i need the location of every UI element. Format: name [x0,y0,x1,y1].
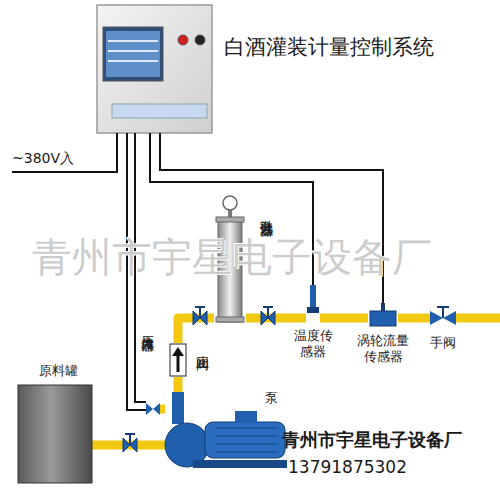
pipe-connector [398,314,430,323]
company-name: 青州市宇星电子设备厂 [282,428,462,452]
valve-handle [263,307,273,318]
component-label: 原料罐 [28,363,88,379]
component-label: 温度传感器 [290,328,336,360]
component-label: 手阀 [427,335,459,351]
component-label: 压力传感器 [139,325,155,330]
diagram-title: 白酒灌装计量控制系统 [224,33,434,61]
valve-body [123,438,130,452]
pipe-connector [246,314,306,323]
raw-tank-shape [18,385,92,483]
turbine-flow-sensor-shape [368,303,398,333]
pipe-connector [160,405,165,414]
pipe-valves [123,307,275,452]
pressure-sensor: 压力传感器 [146,402,160,416]
power-input-label: ~380V入 [12,150,74,168]
pipe-connector [92,441,165,450]
screen-display [106,31,160,77]
pressure-sensor-shape [146,402,160,416]
component-label: 涡轮流量传感器 [355,333,411,365]
hand-valve: 手阀 [430,303,456,333]
component-label: 止回阀 [194,345,210,348]
outlet-pipe [454,314,500,323]
black-button [195,35,205,45]
pipe-connector [178,318,214,343]
pipe-connector [174,377,183,392]
valve-body [268,311,275,325]
temperature-sensor: 温度传感器 [306,285,320,325]
check-valve: 止回阀 [169,343,187,377]
component-label: 微孔过滤器 [258,210,274,215]
red-button [178,35,188,45]
screen-row [108,60,158,62]
valve-body [200,311,207,325]
power-wire [12,133,117,172]
valve-body [261,311,268,325]
valve-handle [125,434,135,445]
valve-handle [195,307,205,318]
valve-body [193,311,200,325]
pump: 泵 [165,392,290,470]
hand-valve-shape [430,303,456,333]
screen-row [108,50,158,52]
pipe-connector [320,314,368,323]
component-label: 泵 [261,390,281,406]
name-plate [112,104,207,118]
turbine-flow-sensor: 涡轮流量传感器 [368,303,398,333]
check-valve-shape [169,343,187,377]
valve-body [130,438,137,452]
touch-screen [103,27,163,81]
phone-number: 13791875302 [288,457,407,477]
screen-row [108,40,158,42]
raw-tank: 原料罐 [18,385,92,483]
temperature-sensor-shape [306,285,320,325]
watermark-text: 青州市宇星电子设备厂 [32,230,432,285]
control-cabinet [97,5,212,133]
